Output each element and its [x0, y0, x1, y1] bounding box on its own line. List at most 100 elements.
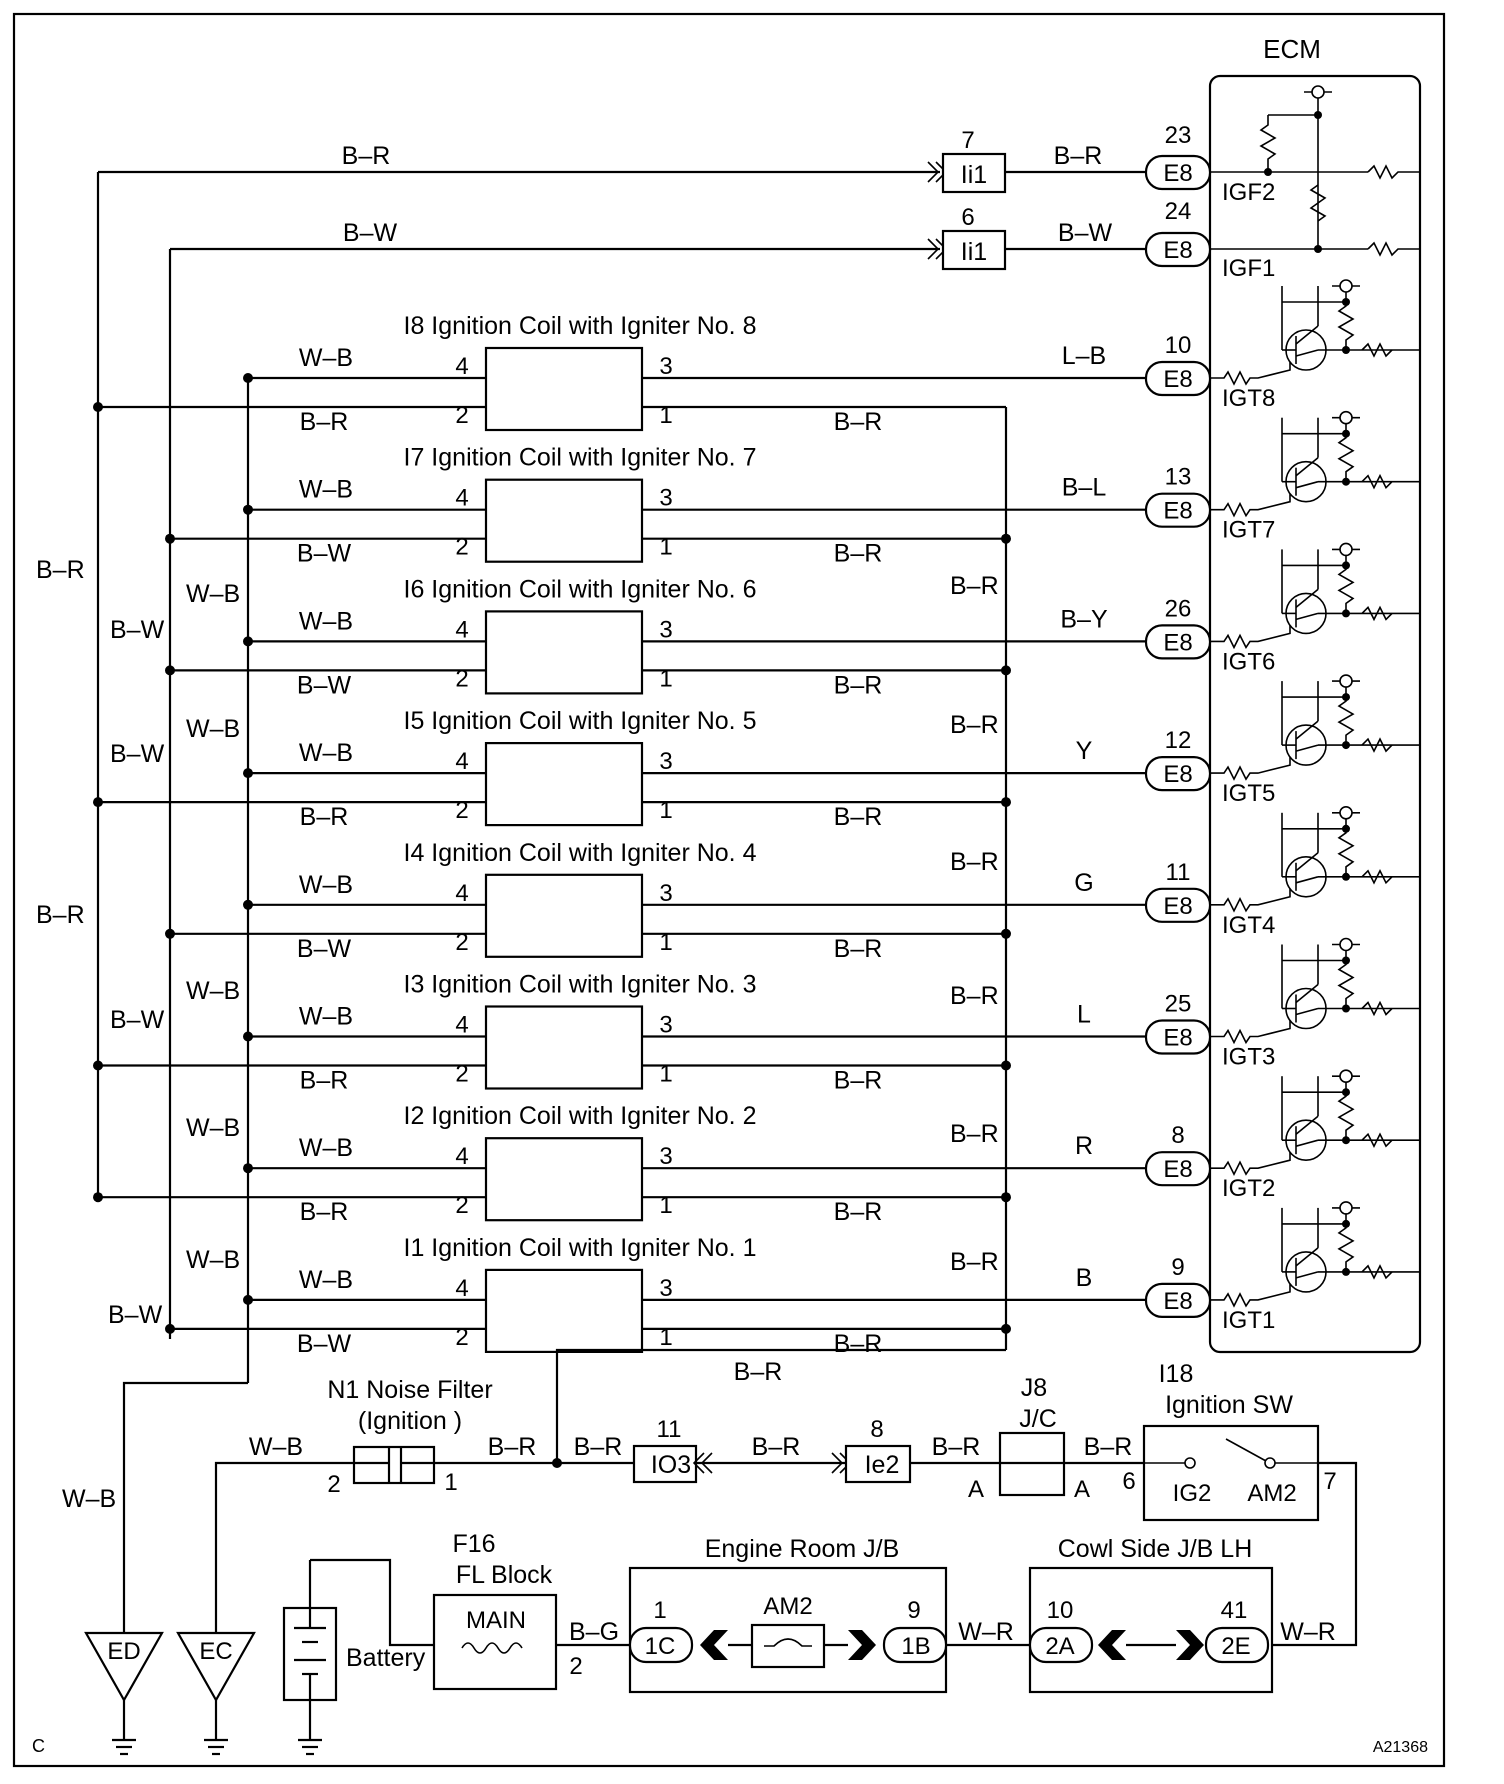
coil-top-wire: W–B [299, 871, 353, 899]
wr-wire-2: W–R [1280, 1618, 1336, 1646]
coil-pin2: 2 [455, 1192, 468, 1219]
svg-text:2: 2 [569, 1653, 582, 1680]
svg-text:25: 25 [1165, 991, 1192, 1018]
svg-text:2: 2 [327, 1471, 340, 1498]
coil-right-wire: B–R [834, 671, 883, 699]
svg-text:E8: E8 [1163, 237, 1192, 264]
svg-text:IGT3: IGT3 [1222, 1044, 1275, 1071]
svg-text:9: 9 [907, 1597, 920, 1624]
coil-top-wire: W–B [299, 739, 353, 767]
coil-pin3: 3 [659, 485, 672, 512]
coil-pin4: 4 [455, 748, 468, 775]
ecm-wire-color: L [1077, 1001, 1091, 1029]
svg-text:FL Block: FL Block [456, 1561, 553, 1589]
coil-right-wire: B–R [834, 408, 883, 436]
coil-box [484, 1268, 644, 1354]
svg-text:Engine Room J/B: Engine Room J/B [705, 1535, 900, 1563]
coil-box [484, 346, 644, 432]
svg-text:E8: E8 [1163, 498, 1192, 525]
cowl-side-jb: Cowl Side J/B LH 10 2A 41 2E [1028, 1535, 1274, 1694]
svg-text:E8: E8 [1163, 761, 1192, 788]
svg-text:12: 12 [1165, 727, 1192, 754]
left-wb-label-5: W–B [186, 1246, 240, 1274]
coil-right-wire: B–R [834, 803, 883, 831]
svg-text:Battery: Battery [346, 1644, 426, 1672]
coil-pin1: 1 [659, 534, 672, 561]
left-bw-label-2: B–W [110, 740, 165, 768]
junction-6-num: 6 [961, 204, 974, 231]
coil-pin4: 4 [455, 616, 468, 643]
left-wb-label-2: W–B [186, 715, 240, 743]
svg-text:1: 1 [653, 1597, 666, 1624]
coil-row: I6 Ignition Coil with Igniter No. 6W–BB–… [165, 542, 1420, 699]
right-br-label-1: B–R [950, 572, 999, 600]
left-wb-label-3: W–B [186, 977, 240, 1005]
coil-box [484, 873, 644, 958]
svg-text:1: 1 [444, 1469, 457, 1496]
svg-text:6: 6 [1122, 1468, 1135, 1495]
svg-text:ED: ED [107, 1638, 140, 1665]
coil-right-wire: B–R [834, 1198, 883, 1226]
coil-pin1: 1 [659, 402, 672, 429]
igt-transistor [1210, 674, 1420, 781]
coil-pin1: 1 [659, 665, 672, 692]
coil-right-wire: B–R [834, 1067, 883, 1095]
svg-text:11: 11 [657, 1416, 682, 1443]
ecm-pin-igf1: 24 E8 IGF1 [1144, 198, 1275, 282]
engine-room-jb: Engine Room J/B 1 1C AM2 9 1B [628, 1535, 948, 1694]
igt-transistor [1210, 805, 1420, 913]
svg-text:J8: J8 [1021, 1374, 1047, 1402]
left-br-label-2: B–R [36, 901, 85, 929]
coil-right-wire: B–R [834, 935, 883, 963]
ecm-wire-color: Y [1076, 737, 1093, 765]
left-wb-label-4: W–B [186, 1114, 240, 1142]
coil-pin2: 2 [455, 1324, 468, 1351]
junction-7-wire: B–R [1054, 142, 1103, 170]
svg-text:Ie2: Ie2 [865, 1451, 900, 1479]
io3-ie2-br: B–R [752, 1433, 801, 1461]
svg-text:EC: EC [199, 1638, 232, 1665]
svg-text:AM2: AM2 [1247, 1480, 1296, 1507]
coil-title: I4 Ignition Coil with Igniter No. 4 [404, 839, 757, 867]
svg-text:10: 10 [1047, 1597, 1074, 1624]
svg-text:IGT7: IGT7 [1222, 517, 1275, 544]
coil-box [484, 741, 644, 827]
coil-bottom-wire: B–W [297, 935, 352, 963]
coil-bottom-wire: B–W [297, 1330, 352, 1358]
coil-row: I8 Ignition Coil with Igniter No. 8W–BB–… [93, 279, 1420, 436]
svg-text:26: 26 [1165, 595, 1192, 622]
ecm-wire-color: G [1074, 869, 1093, 897]
ground-ec: EC [176, 1631, 256, 1756]
coil-row: I2 Ignition Coil with Igniter No. 2W–BB–… [93, 1069, 1420, 1226]
svg-text:41: 41 [1221, 1597, 1248, 1624]
svg-text:7: 7 [1323, 1468, 1336, 1495]
bus-br-label: B–R [734, 1358, 783, 1386]
diagram-frame [12, 12, 1446, 1768]
coil-box [484, 610, 644, 695]
top-br-label: B–R [342, 142, 391, 170]
svg-text:IGF1: IGF1 [1222, 255, 1275, 282]
coil-title: I7 Ignition Coil with Igniter No. 7 [404, 444, 757, 472]
junction-7-label: Ii1 [961, 161, 987, 189]
coil-pin3: 3 [659, 616, 672, 643]
coil-pin4: 4 [455, 880, 468, 907]
coil-top-wire: W–B [299, 476, 353, 504]
svg-text:F16: F16 [452, 1530, 495, 1558]
svg-text:9: 9 [1171, 1254, 1184, 1281]
top-bw-label: B–W [343, 219, 398, 247]
coil-right-wire: B–R [834, 1330, 883, 1358]
connector-ie2: 8 Ie2 [831, 1416, 912, 1484]
svg-text:E8: E8 [1163, 629, 1192, 656]
junction-7-num: 7 [961, 127, 974, 154]
svg-text:2E: 2E [1221, 1633, 1250, 1660]
coil-pin3: 3 [659, 1143, 672, 1170]
svg-text:AM2: AM2 [763, 1593, 812, 1620]
igt-transistor [1210, 1069, 1420, 1176]
junction-ii1-7: 7 Ii1 B–R [927, 127, 1146, 194]
left-br-label-1: B–R [36, 556, 85, 584]
left-bw-label-3: B–W [110, 1006, 165, 1034]
right-br-label-2: B–R [950, 711, 999, 739]
